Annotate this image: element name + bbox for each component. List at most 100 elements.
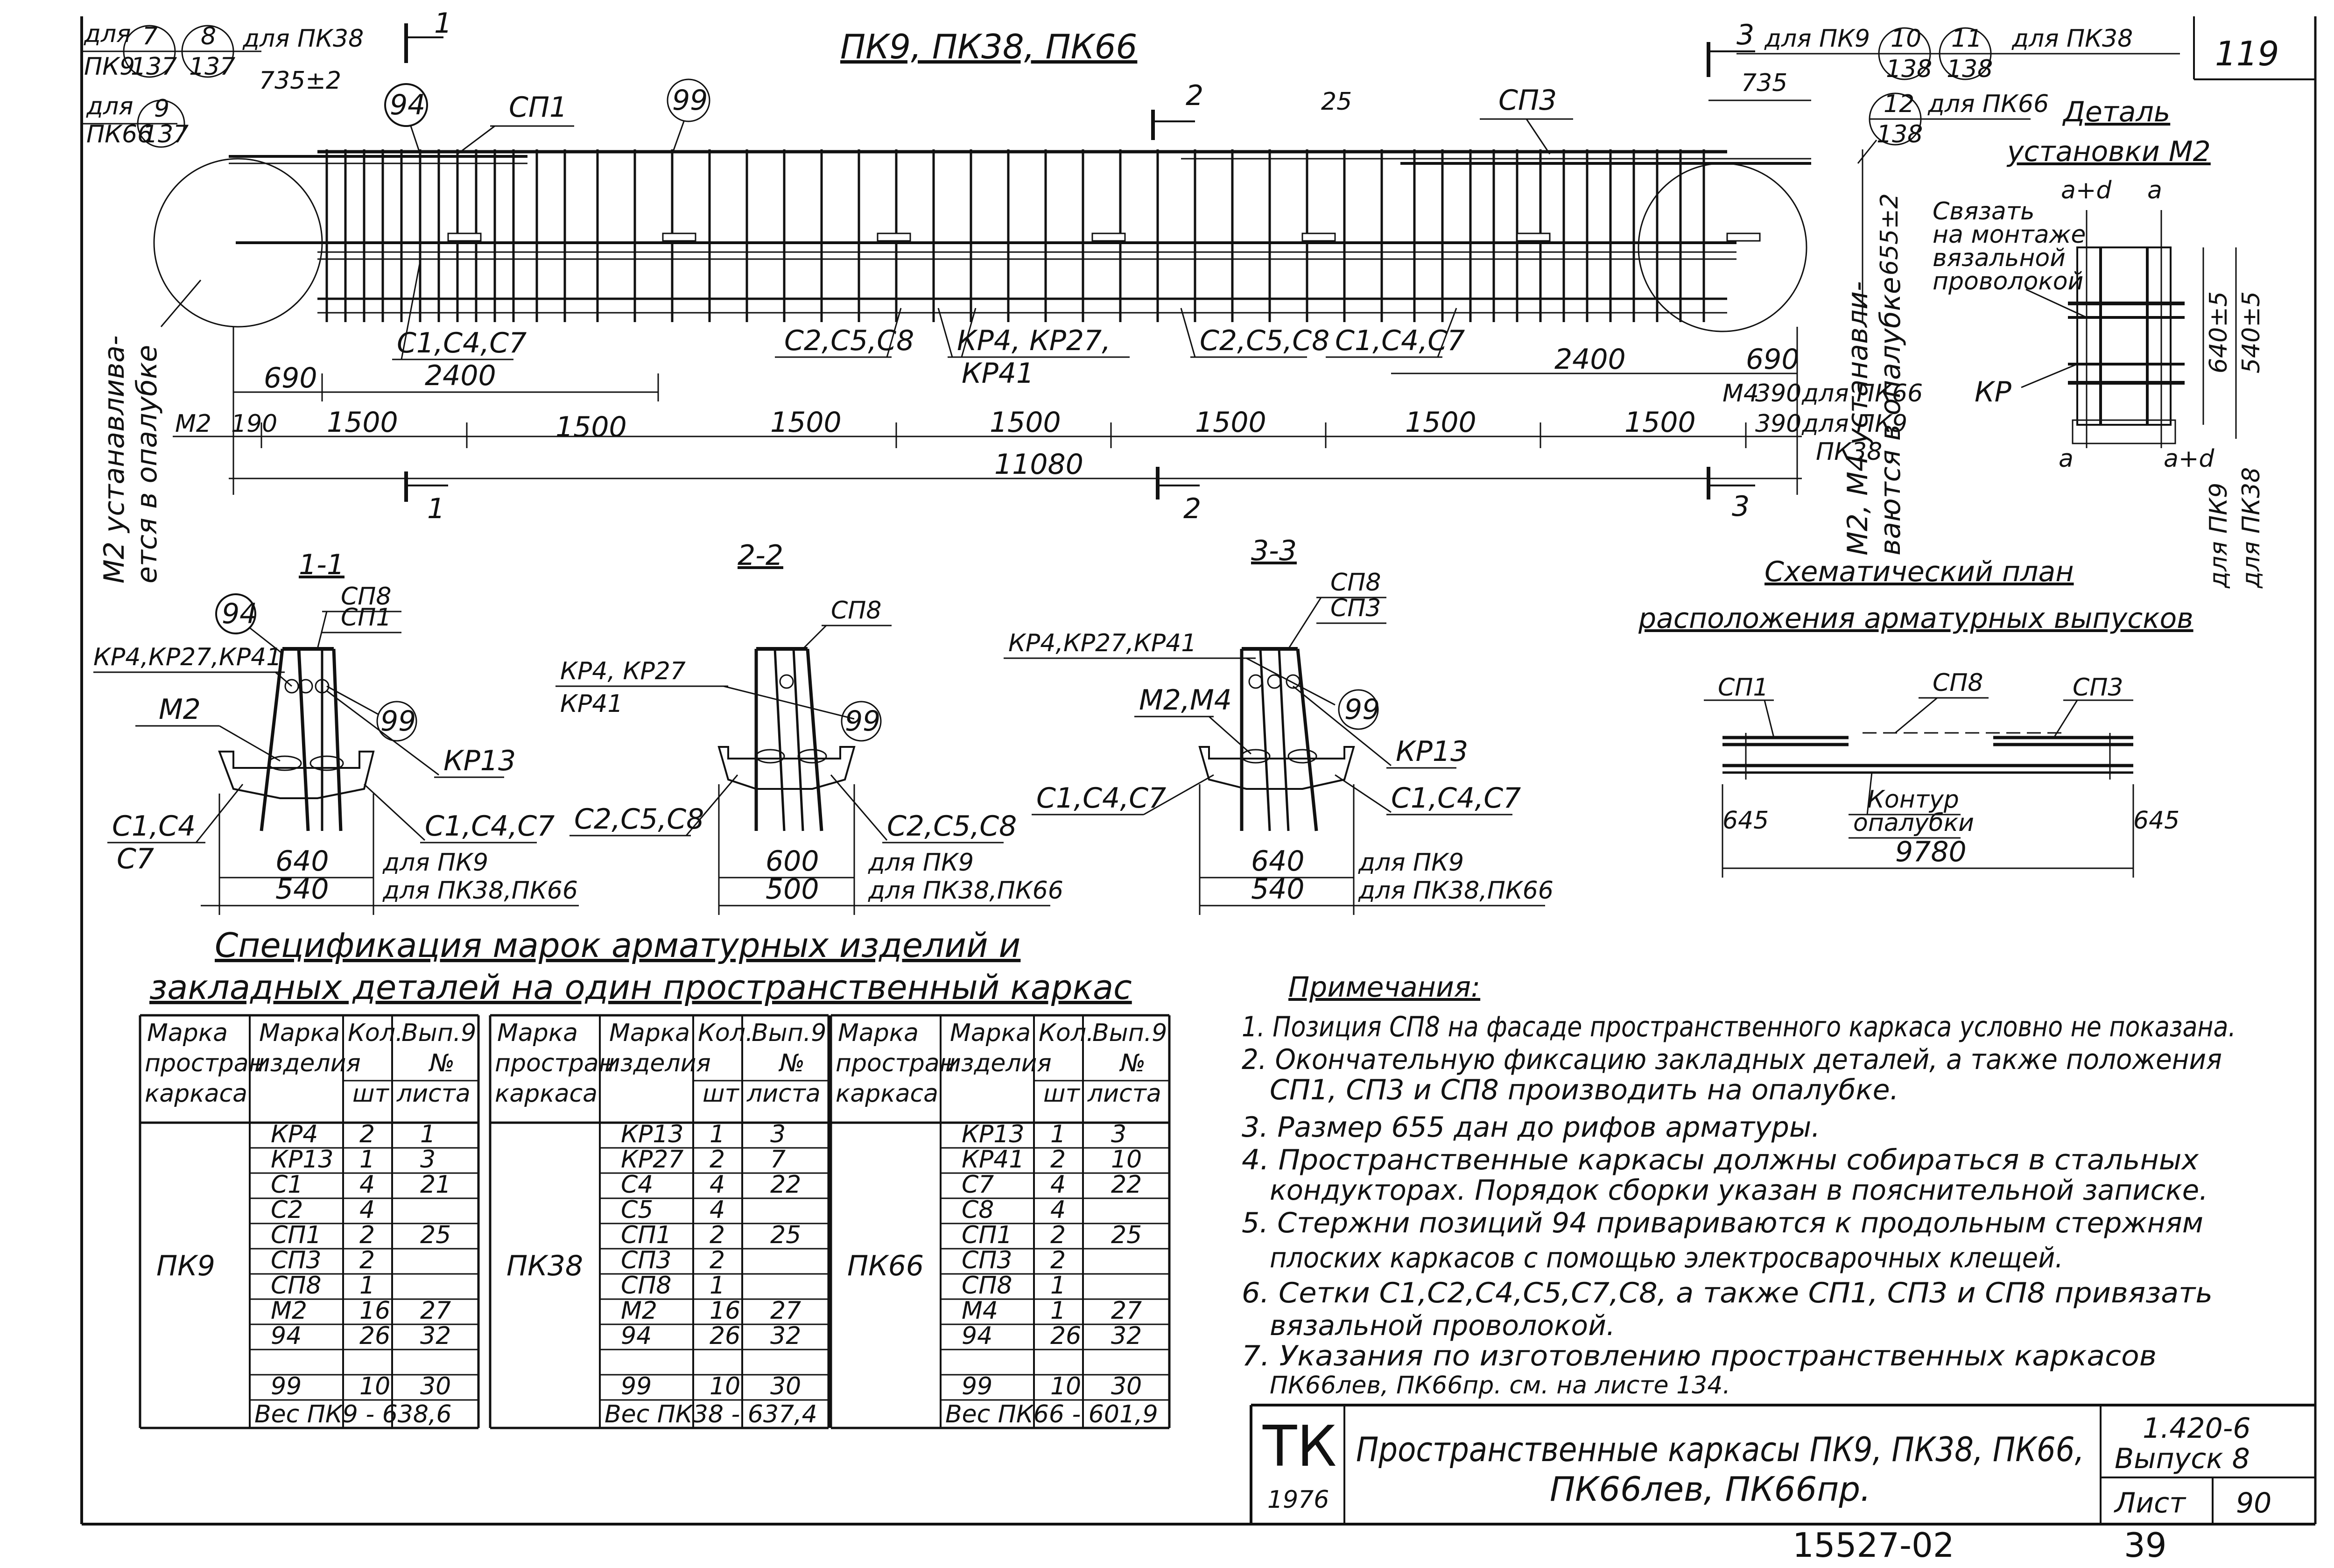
callout-c2c5c8-left: С2,С5,С8: [784, 324, 914, 357]
spec-header-item-1: Марка: [609, 1019, 690, 1047]
sheet-number: 119: [2215, 34, 2279, 73]
label-pos-99: 99: [672, 84, 708, 117]
spec-cell-qty: 10: [1050, 1372, 1081, 1400]
spec-cell-sheet: 27: [770, 1297, 801, 1325]
spec-cell-item: СП1: [962, 1221, 1012, 1249]
spec-header-frame-2: простран: [145, 1049, 265, 1077]
spec-cell-qty: 1: [1050, 1120, 1066, 1148]
spec-cell-qty: 2: [1050, 1246, 1066, 1274]
callout-c2c5c8-right: С2,С5,С8: [1200, 324, 1329, 357]
tb-title-2: ПК66лев, ПК66пр.: [1550, 1470, 1871, 1509]
spec-cell-qty: 4: [1050, 1196, 1066, 1224]
section-2-2: 2-2 СП8 КР4, КР27 КР41 99 С2,С5,С8 С2,С5…: [555, 539, 1063, 915]
spec-cell-qty: 2: [359, 1221, 375, 1249]
dim-2400-right: 2400: [1554, 343, 1626, 376]
spec-cell-qty: 4: [1050, 1171, 1066, 1199]
scheme-plan: Схематический план расположения арматурн…: [1638, 555, 2193, 878]
callout-kr41: КР41: [962, 357, 1034, 390]
note-line-1: 1. Позиция СП8 на фасаде пространственно…: [1242, 1011, 2236, 1043]
spec-header-issue-3: листа: [1087, 1080, 1161, 1108]
spec-cell-qty: 4: [710, 1171, 725, 1199]
label-dim-655: 655±2: [1876, 193, 1904, 275]
ref-12-sheet: 138: [1877, 120, 1923, 148]
ref-7: 7: [142, 22, 158, 50]
right-note-1: М2, М4 устанавли-: [1842, 281, 1874, 555]
spec-cell-item: С1: [271, 1171, 303, 1199]
spec-header-frame-2: простран: [495, 1049, 615, 1077]
elevation-stirrups: [325, 149, 1705, 322]
section-1-1-title: 1-1: [299, 548, 344, 581]
section-3-top: 3: [1736, 19, 1754, 51]
spec-cell-qty: 2: [710, 1246, 725, 1274]
left-note-1: М2 устанавлива-: [98, 335, 131, 584]
spec-cell-qty: 1: [710, 1272, 725, 1300]
spec-cell-item: СП8: [962, 1272, 1012, 1300]
s33-dim-top: 640: [1251, 845, 1305, 878]
spec-cell-qty: 1: [359, 1146, 375, 1174]
ref-10: 10: [1891, 25, 1921, 53]
detail-m2: Деталь установки М2 Связать на монтаже в…: [1933, 96, 2265, 589]
spec-cell-qty: 4: [359, 1171, 375, 1199]
s22-dim-bottom-note: для ПК38,ПК66: [868, 877, 1063, 905]
spec-cell-item: СП8: [271, 1272, 322, 1300]
spec-cell-item: М2: [271, 1297, 307, 1325]
note-line-3: СП1, СП3 и СП8 производить на опалубке.: [1270, 1074, 1899, 1106]
note-line-4: 3. Размер 655 дан до рифов арматуры.: [1242, 1111, 1820, 1144]
spec-cell-sheet: 27: [1111, 1297, 1142, 1325]
spec-cell-item: С8: [962, 1196, 994, 1224]
spec-cell-sheet: 3: [420, 1146, 436, 1174]
spec-cell-item: С2: [271, 1196, 303, 1224]
spec-cell-qty: 2: [359, 1120, 375, 1148]
spec-cell-qty: 1: [1050, 1272, 1066, 1300]
s22-dim-top-note: для ПК9: [868, 849, 974, 877]
s22-99: 99: [845, 705, 880, 738]
scheme-sp8: СП8: [1933, 669, 1983, 697]
section-3-bottom: 3: [1732, 490, 1750, 523]
elevation-cage: [153, 149, 1811, 332]
scheme-contour-2: опалубки: [1853, 809, 1974, 837]
s11-c7: С7: [117, 843, 154, 875]
s33-c-left: С1,С4,С7: [1036, 782, 1166, 815]
section-markers-top: 1 2 3: [404, 7, 1755, 140]
spec-header-item-2: изделия: [605, 1049, 711, 1077]
scheme-645-right: 645: [2133, 807, 2179, 835]
spec-cell-qty: 2: [1050, 1221, 1066, 1249]
spec-cell-frame: ПК66: [847, 1250, 924, 1282]
s22-kr41: КР41: [560, 690, 623, 718]
ref-for-pk9-right: для ПК9: [1764, 25, 1870, 53]
spec-header-issue-2: №: [1119, 1049, 1146, 1077]
spec-header-frame-2: простран: [836, 1049, 956, 1077]
spec-header-item-2: изделия: [254, 1049, 361, 1077]
s11-m2: М2: [159, 693, 201, 726]
spec-header-frame-1: Марка: [497, 1019, 578, 1047]
spec-cell-item: СП8: [621, 1272, 672, 1300]
spec-header-qty-2: шт: [1043, 1080, 1081, 1108]
spec-cell-frame: ПК9: [156, 1250, 215, 1282]
tb-sheet-label: Лист: [2114, 1487, 2186, 1519]
ref-for-label: для: [84, 20, 131, 48]
spec-cell-item: 99: [962, 1372, 992, 1400]
spec-cell-item: СП3: [962, 1246, 1012, 1274]
callout-kr: КР4, КР27,: [957, 324, 1111, 357]
s11-kr: КР4,КР27,КР41: [93, 643, 281, 671]
callout-c1c4c7-left: С1,С4,С7: [397, 327, 527, 359]
detail-note-3: вязальной: [1933, 244, 2066, 272]
dim-190: 190: [231, 410, 277, 438]
spec-cell-sheet: 7: [770, 1146, 786, 1174]
spec-cell-qty: 2: [710, 1221, 725, 1249]
spec-header-issue-1: Вып.9: [1092, 1019, 1167, 1047]
spec-header-frame-1: Марка: [147, 1019, 228, 1047]
spec-title: Спецификация марок арматурных изделий и …: [149, 926, 1132, 1007]
s22-dim-top: 600: [766, 845, 819, 878]
label-m2: М2: [175, 410, 211, 438]
spec-cell-item: 99: [621, 1372, 652, 1400]
note-line-10: вязальной проволокой.: [1270, 1309, 1615, 1342]
spec-header-frame-3: каркаса: [836, 1080, 938, 1108]
spec-cell-qty: 10: [359, 1372, 390, 1400]
spec-cell-item: 94: [621, 1322, 652, 1350]
spec-header-item-1: Марка: [259, 1019, 340, 1047]
spec-cell-sheet: 27: [420, 1297, 451, 1325]
spec-weight: Вес ПК38 - 637,4: [605, 1400, 817, 1428]
header-refs-right: для ПК9 10 138 11 138 для ПК38 12 138 дл…: [1736, 25, 2180, 164]
spec-cell-sheet: 3: [1111, 1120, 1126, 1148]
